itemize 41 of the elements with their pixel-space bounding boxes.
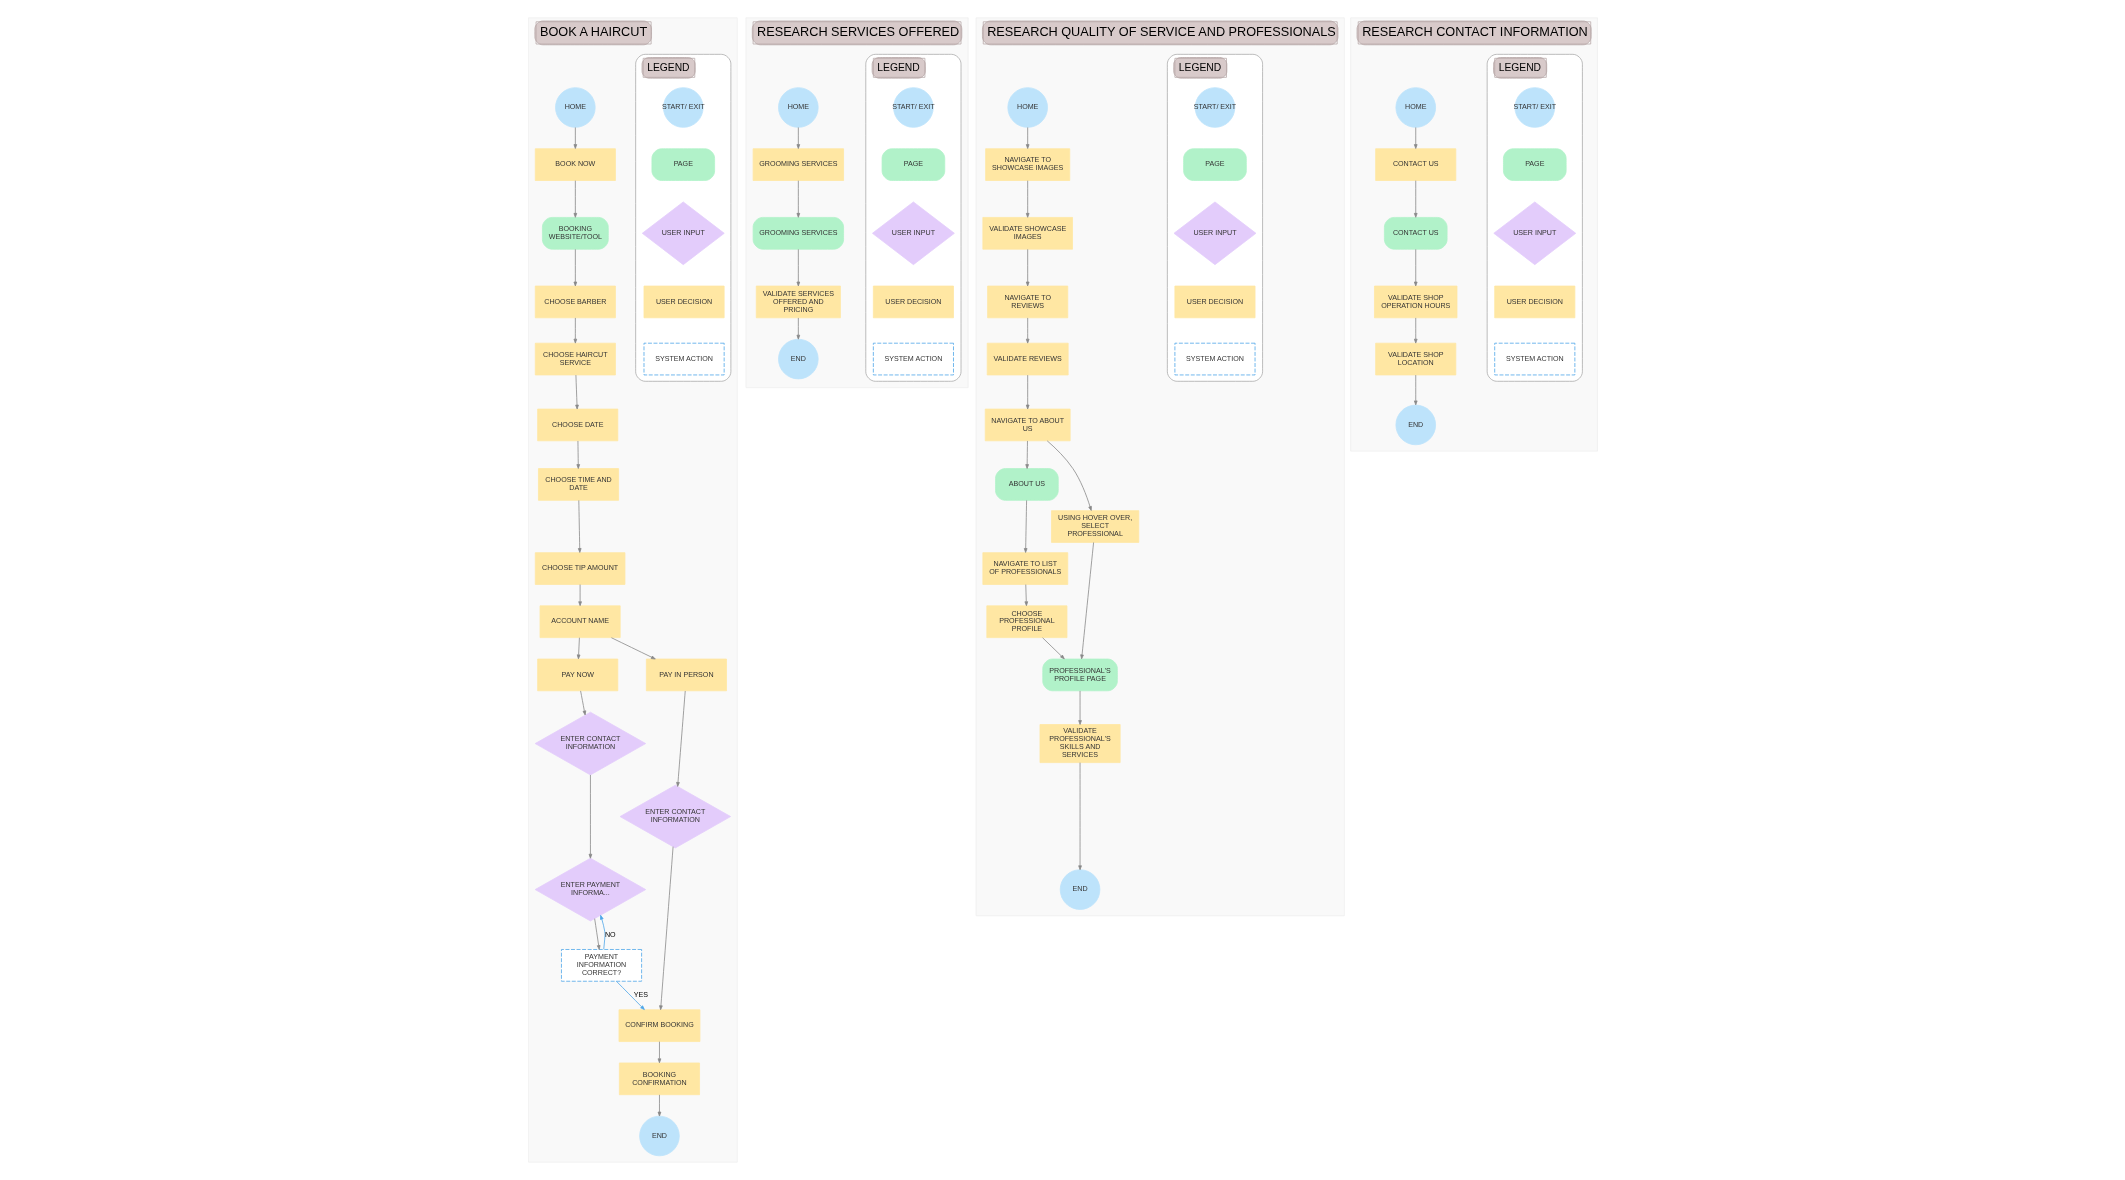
arrow xyxy=(1413,374,1418,406)
arrow xyxy=(1025,248,1029,287)
arrow xyxy=(599,914,605,950)
arrow xyxy=(615,980,645,1010)
arrow xyxy=(1046,440,1092,511)
arrow xyxy=(1077,690,1082,725)
arrow xyxy=(1413,180,1418,218)
arrow xyxy=(574,374,579,410)
arrow xyxy=(1024,440,1029,469)
arrow xyxy=(675,690,686,787)
arrow xyxy=(658,846,673,1011)
arrow xyxy=(657,1041,661,1064)
arrow xyxy=(573,317,577,344)
arrow xyxy=(573,180,577,218)
arrow xyxy=(610,637,656,660)
arrow xyxy=(1413,248,1418,287)
arrow xyxy=(796,317,800,340)
arrow xyxy=(1041,637,1065,660)
arrow xyxy=(579,690,586,716)
arrow xyxy=(593,918,600,950)
arrow xyxy=(1025,374,1029,410)
arrow xyxy=(576,637,580,660)
arrow xyxy=(796,127,800,149)
arrow xyxy=(1077,762,1082,871)
arrow xyxy=(573,127,577,149)
arrow xyxy=(1025,180,1029,218)
arrow xyxy=(1413,317,1418,344)
arrow xyxy=(575,440,580,469)
arrow xyxy=(573,248,577,287)
arrow xyxy=(1023,500,1027,553)
arrow xyxy=(1079,542,1094,660)
arrow xyxy=(1025,127,1029,149)
arrow xyxy=(577,500,581,553)
arrow xyxy=(657,1094,661,1117)
arrow xyxy=(796,248,800,287)
arrow xyxy=(1025,317,1029,344)
arrow xyxy=(1413,127,1418,149)
arrow xyxy=(796,180,800,218)
arrow xyxy=(577,584,582,607)
arrow xyxy=(1024,584,1028,607)
arrow xyxy=(588,774,592,859)
